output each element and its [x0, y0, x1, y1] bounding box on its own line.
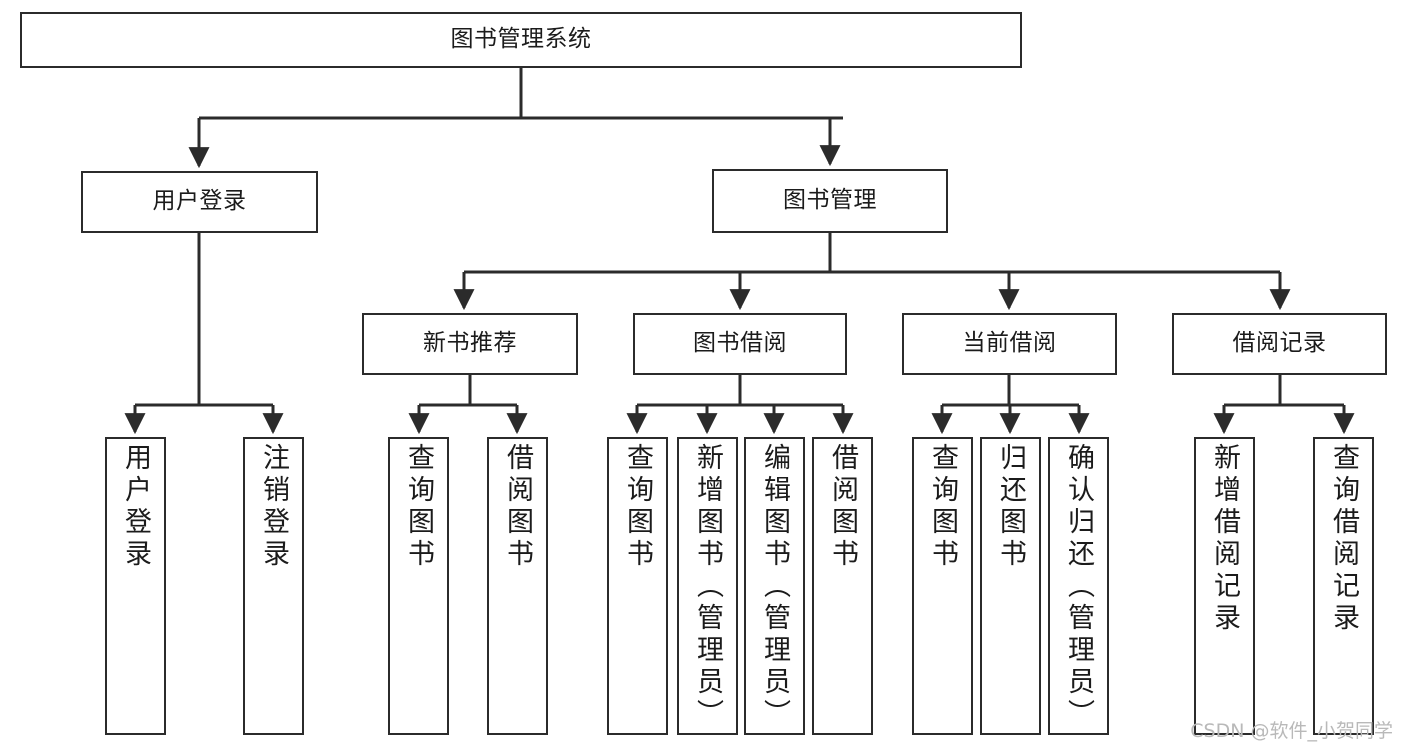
- node-root-label: 图书管理系统: [450, 26, 592, 53]
- node-borrow-record-label: 借阅记录: [1232, 330, 1327, 357]
- node-leaf-query-book-3-label: 查询图书: [927, 443, 958, 571]
- node-leaf-query-book-3[interactable]: 查询图书: [912, 437, 973, 735]
- node-leaf-add-book-label: 新增图书（管理员）: [692, 443, 723, 731]
- node-leaf-return-book-label: 归还图书: [995, 443, 1026, 571]
- node-current-borrow[interactable]: 当前借阅: [902, 313, 1117, 375]
- node-leaf-add-record[interactable]: 新增借阅记录: [1194, 437, 1255, 735]
- node-leaf-return-book[interactable]: 归还图书: [980, 437, 1041, 735]
- node-leaf-query-record[interactable]: 查询借阅记录: [1313, 437, 1374, 735]
- node-leaf-query-record-label: 查询借阅记录: [1328, 443, 1359, 635]
- node-leaf-edit-book-label: 编辑图书（管理员）: [759, 443, 790, 731]
- node-leaf-query-book-2-label: 查询图书: [622, 443, 653, 571]
- node-leaf-add-book[interactable]: 新增图书（管理员）: [677, 437, 738, 735]
- node-leaf-query-book-2[interactable]: 查询图书: [607, 437, 668, 735]
- node-leaf-user-login[interactable]: 用户登录: [105, 437, 166, 735]
- node-leaf-query-book-1-label: 查询图书: [403, 443, 434, 571]
- node-new-book-recommend[interactable]: 新书推荐: [362, 313, 578, 375]
- node-book-management[interactable]: 图书管理: [712, 169, 948, 233]
- node-new-book-recommend-label: 新书推荐: [423, 330, 517, 357]
- watermark: CSDN @软件_小贺同学: [1190, 720, 1393, 742]
- node-leaf-borrow-book-1[interactable]: 借阅图书: [487, 437, 548, 735]
- node-book-borrow-label: 图书借阅: [693, 330, 787, 357]
- node-root[interactable]: 图书管理系统: [20, 12, 1022, 68]
- node-current-borrow-label: 当前借阅: [962, 330, 1057, 357]
- node-leaf-confirm-return[interactable]: 确认归还（管理员）: [1048, 437, 1109, 735]
- node-leaf-logout-login-label: 注销登录: [258, 443, 289, 571]
- node-leaf-logout-login[interactable]: 注销登录: [243, 437, 304, 735]
- node-leaf-add-record-label: 新增借阅记录: [1209, 443, 1240, 635]
- node-leaf-query-book-1[interactable]: 查询图书: [388, 437, 449, 735]
- node-borrow-record[interactable]: 借阅记录: [1172, 313, 1387, 375]
- node-user-login-label: 用户登录: [152, 188, 247, 215]
- node-leaf-borrow-book-2[interactable]: 借阅图书: [812, 437, 873, 735]
- node-leaf-user-login-label: 用户登录: [120, 443, 151, 571]
- node-leaf-borrow-book-1-label: 借阅图书: [502, 443, 533, 571]
- node-book-borrow[interactable]: 图书借阅: [633, 313, 847, 375]
- node-user-login[interactable]: 用户登录: [81, 171, 318, 233]
- node-leaf-confirm-return-label: 确认归还（管理员）: [1063, 443, 1094, 731]
- node-book-management-label: 图书管理: [783, 187, 877, 214]
- node-leaf-edit-book[interactable]: 编辑图书（管理员）: [744, 437, 805, 735]
- node-leaf-borrow-book-2-label: 借阅图书: [827, 443, 858, 571]
